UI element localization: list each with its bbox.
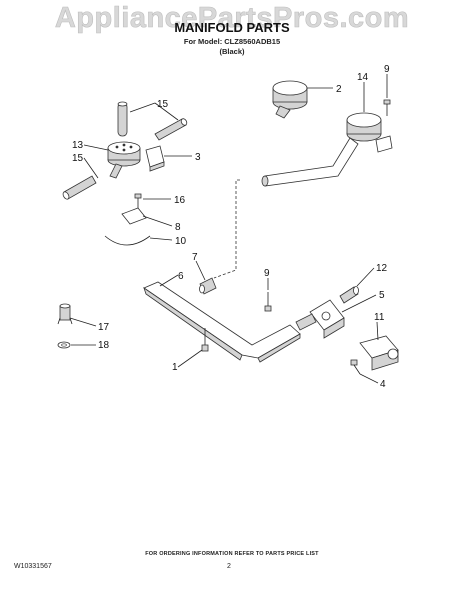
watermark: AppliancePartsPros.com bbox=[54, 2, 410, 35]
part-washer-18 bbox=[57, 341, 71, 349]
callout-7: 7 bbox=[192, 252, 198, 263]
part-valve-5 bbox=[295, 299, 345, 339]
part-fitting-7 bbox=[199, 277, 217, 295]
part-burner-head-14 bbox=[261, 112, 382, 187]
callout-9-top: 9 bbox=[384, 64, 390, 75]
callout-4: 4 bbox=[380, 379, 386, 390]
part-tube-top bbox=[117, 101, 128, 137]
part-burner-cap-13 bbox=[107, 141, 141, 179]
part-screw-9-top bbox=[375, 99, 393, 153]
part-spring-10 bbox=[104, 235, 151, 246]
page-number: 2 bbox=[227, 563, 231, 570]
part-pin-1 bbox=[201, 328, 209, 352]
callout-16: 16 bbox=[174, 195, 186, 206]
callout-6: 6 bbox=[178, 271, 184, 282]
callout-5: 5 bbox=[379, 290, 385, 301]
document-code: W10331567 bbox=[14, 563, 52, 570]
part-manifold-bar bbox=[143, 281, 301, 363]
part-bracket-3 bbox=[145, 145, 165, 172]
hidden-line bbox=[213, 179, 240, 279]
model-line: For Model: CLZ8560ADB15 bbox=[183, 37, 281, 46]
callout-labels: 15 13 15 3 16 8 10 7 6 2 14 9 9 12 5 11 … bbox=[72, 64, 390, 390]
page-title: MANIFOLD PARTS bbox=[174, 20, 290, 35]
callout-18: 18 bbox=[98, 340, 110, 351]
part-valve-body-11 bbox=[359, 335, 399, 371]
callout-10: 10 bbox=[175, 236, 187, 247]
callout-13: 13 bbox=[72, 140, 84, 151]
callout-17: 17 bbox=[98, 322, 110, 333]
variant-line: (Black) bbox=[219, 47, 245, 56]
part-module-17 bbox=[57, 303, 73, 325]
callout-15-top: 15 bbox=[157, 99, 169, 110]
callout-1: 1 bbox=[172, 362, 178, 373]
part-tube-angled bbox=[154, 118, 188, 141]
callout-9-mid: 9 bbox=[264, 268, 270, 279]
part-tube-lower bbox=[62, 175, 97, 200]
part-screw-4 bbox=[350, 359, 361, 375]
callout-3: 3 bbox=[195, 152, 201, 163]
part-orifice-12 bbox=[339, 286, 359, 304]
callout-2: 2 bbox=[336, 84, 342, 95]
callout-11: 11 bbox=[374, 312, 385, 323]
part-burner-head-2 bbox=[272, 80, 308, 119]
callout-8: 8 bbox=[175, 222, 181, 233]
ordering-note: FOR ORDERING INFORMATION REFER TO PARTS … bbox=[145, 551, 319, 557]
callout-14: 14 bbox=[357, 72, 369, 83]
leader-lines bbox=[69, 74, 388, 384]
callout-12: 12 bbox=[376, 263, 388, 274]
callout-15-left: 15 bbox=[72, 153, 84, 164]
part-clip-8 bbox=[121, 207, 147, 225]
part-screw-9-mid bbox=[264, 292, 272, 312]
